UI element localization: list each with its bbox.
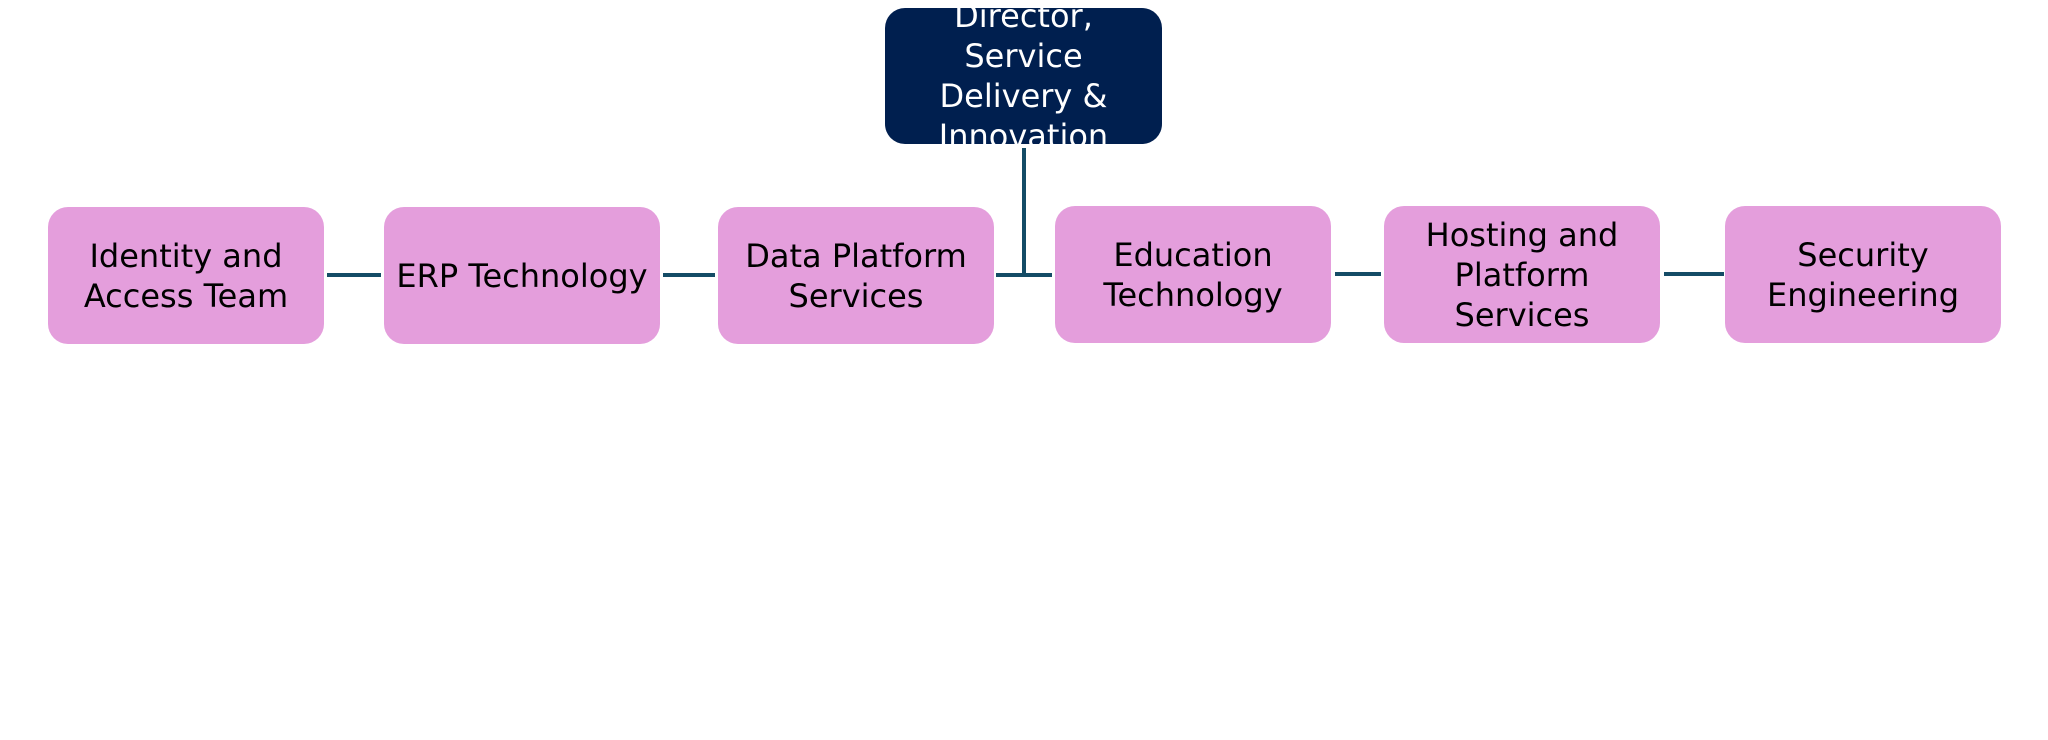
director-node[interactable]: Director, Service Delivery & Innovation [885,0,1162,155]
team-node-identity-access[interactable]: Identity and Access Team [48,207,324,344]
team-label: Identity and Access Team [83,236,289,315]
connector-2-3 [663,273,715,277]
team-label: ERP Technology [396,256,648,295]
connector-4-5 [1335,272,1381,276]
connector-1-2 [327,273,381,277]
root-connector-vertical [1022,148,1026,276]
director-label: Director, Service Delivery & Innovation [938,0,1109,155]
team-label: Hosting and Platform Services [1425,215,1619,334]
connector-3-4 [996,273,1052,277]
team-node-education-technology[interactable]: Education Technology [1055,206,1331,343]
team-node-erp-technology[interactable]: ERP Technology [384,207,660,344]
team-node-hosting-platform[interactable]: Hosting and Platform Services [1384,206,1660,343]
connector-5-6 [1664,272,1724,276]
team-label: Security Engineering [1767,235,1959,314]
team-node-security-engineering[interactable]: Security Engineering [1725,206,2001,343]
team-node-data-platform[interactable]: Data Platform Services [718,207,994,344]
team-label: Education Technology [1103,235,1283,314]
team-label: Data Platform Services [745,236,967,315]
